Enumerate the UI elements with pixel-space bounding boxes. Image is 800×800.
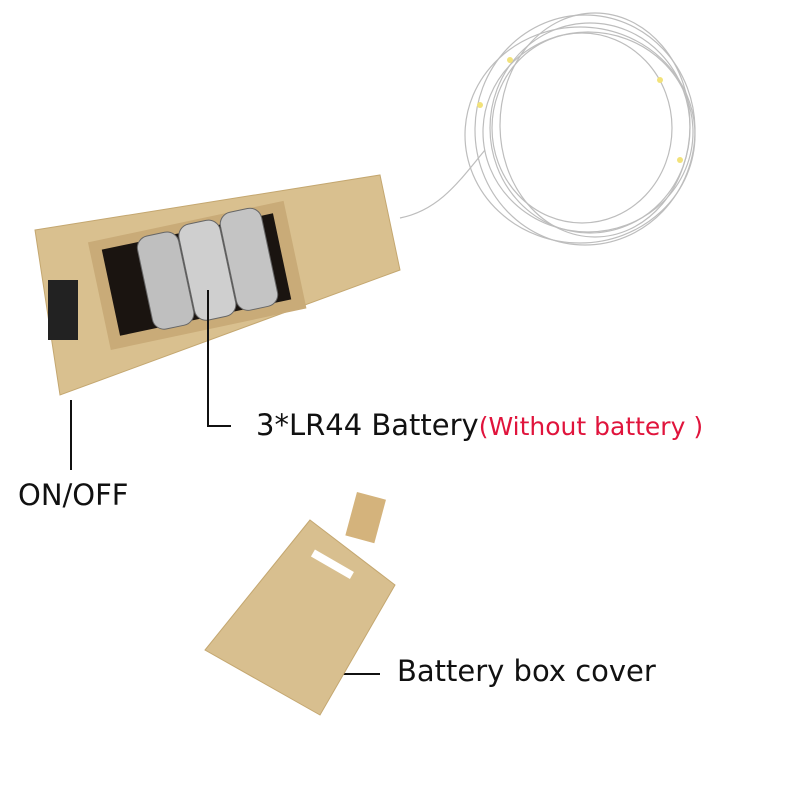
battery-leader-h	[207, 425, 231, 427]
battery-note: (Without battery )	[478, 412, 704, 441]
cover-label: Battery box cover	[397, 654, 656, 688]
battery-cover	[204, 491, 396, 716]
battery-leader-v	[207, 290, 209, 426]
led-string-coil	[399, 12, 696, 246]
switch-leader-line	[70, 400, 72, 470]
battery-type: 3*LR44 Battery	[256, 408, 479, 442]
battery-holder	[34, 174, 401, 396]
switch-label: ON/OFF	[18, 478, 129, 512]
battery-label: 3*LR44 Battery(Without battery )	[256, 408, 703, 442]
on-off-switch	[48, 280, 78, 340]
